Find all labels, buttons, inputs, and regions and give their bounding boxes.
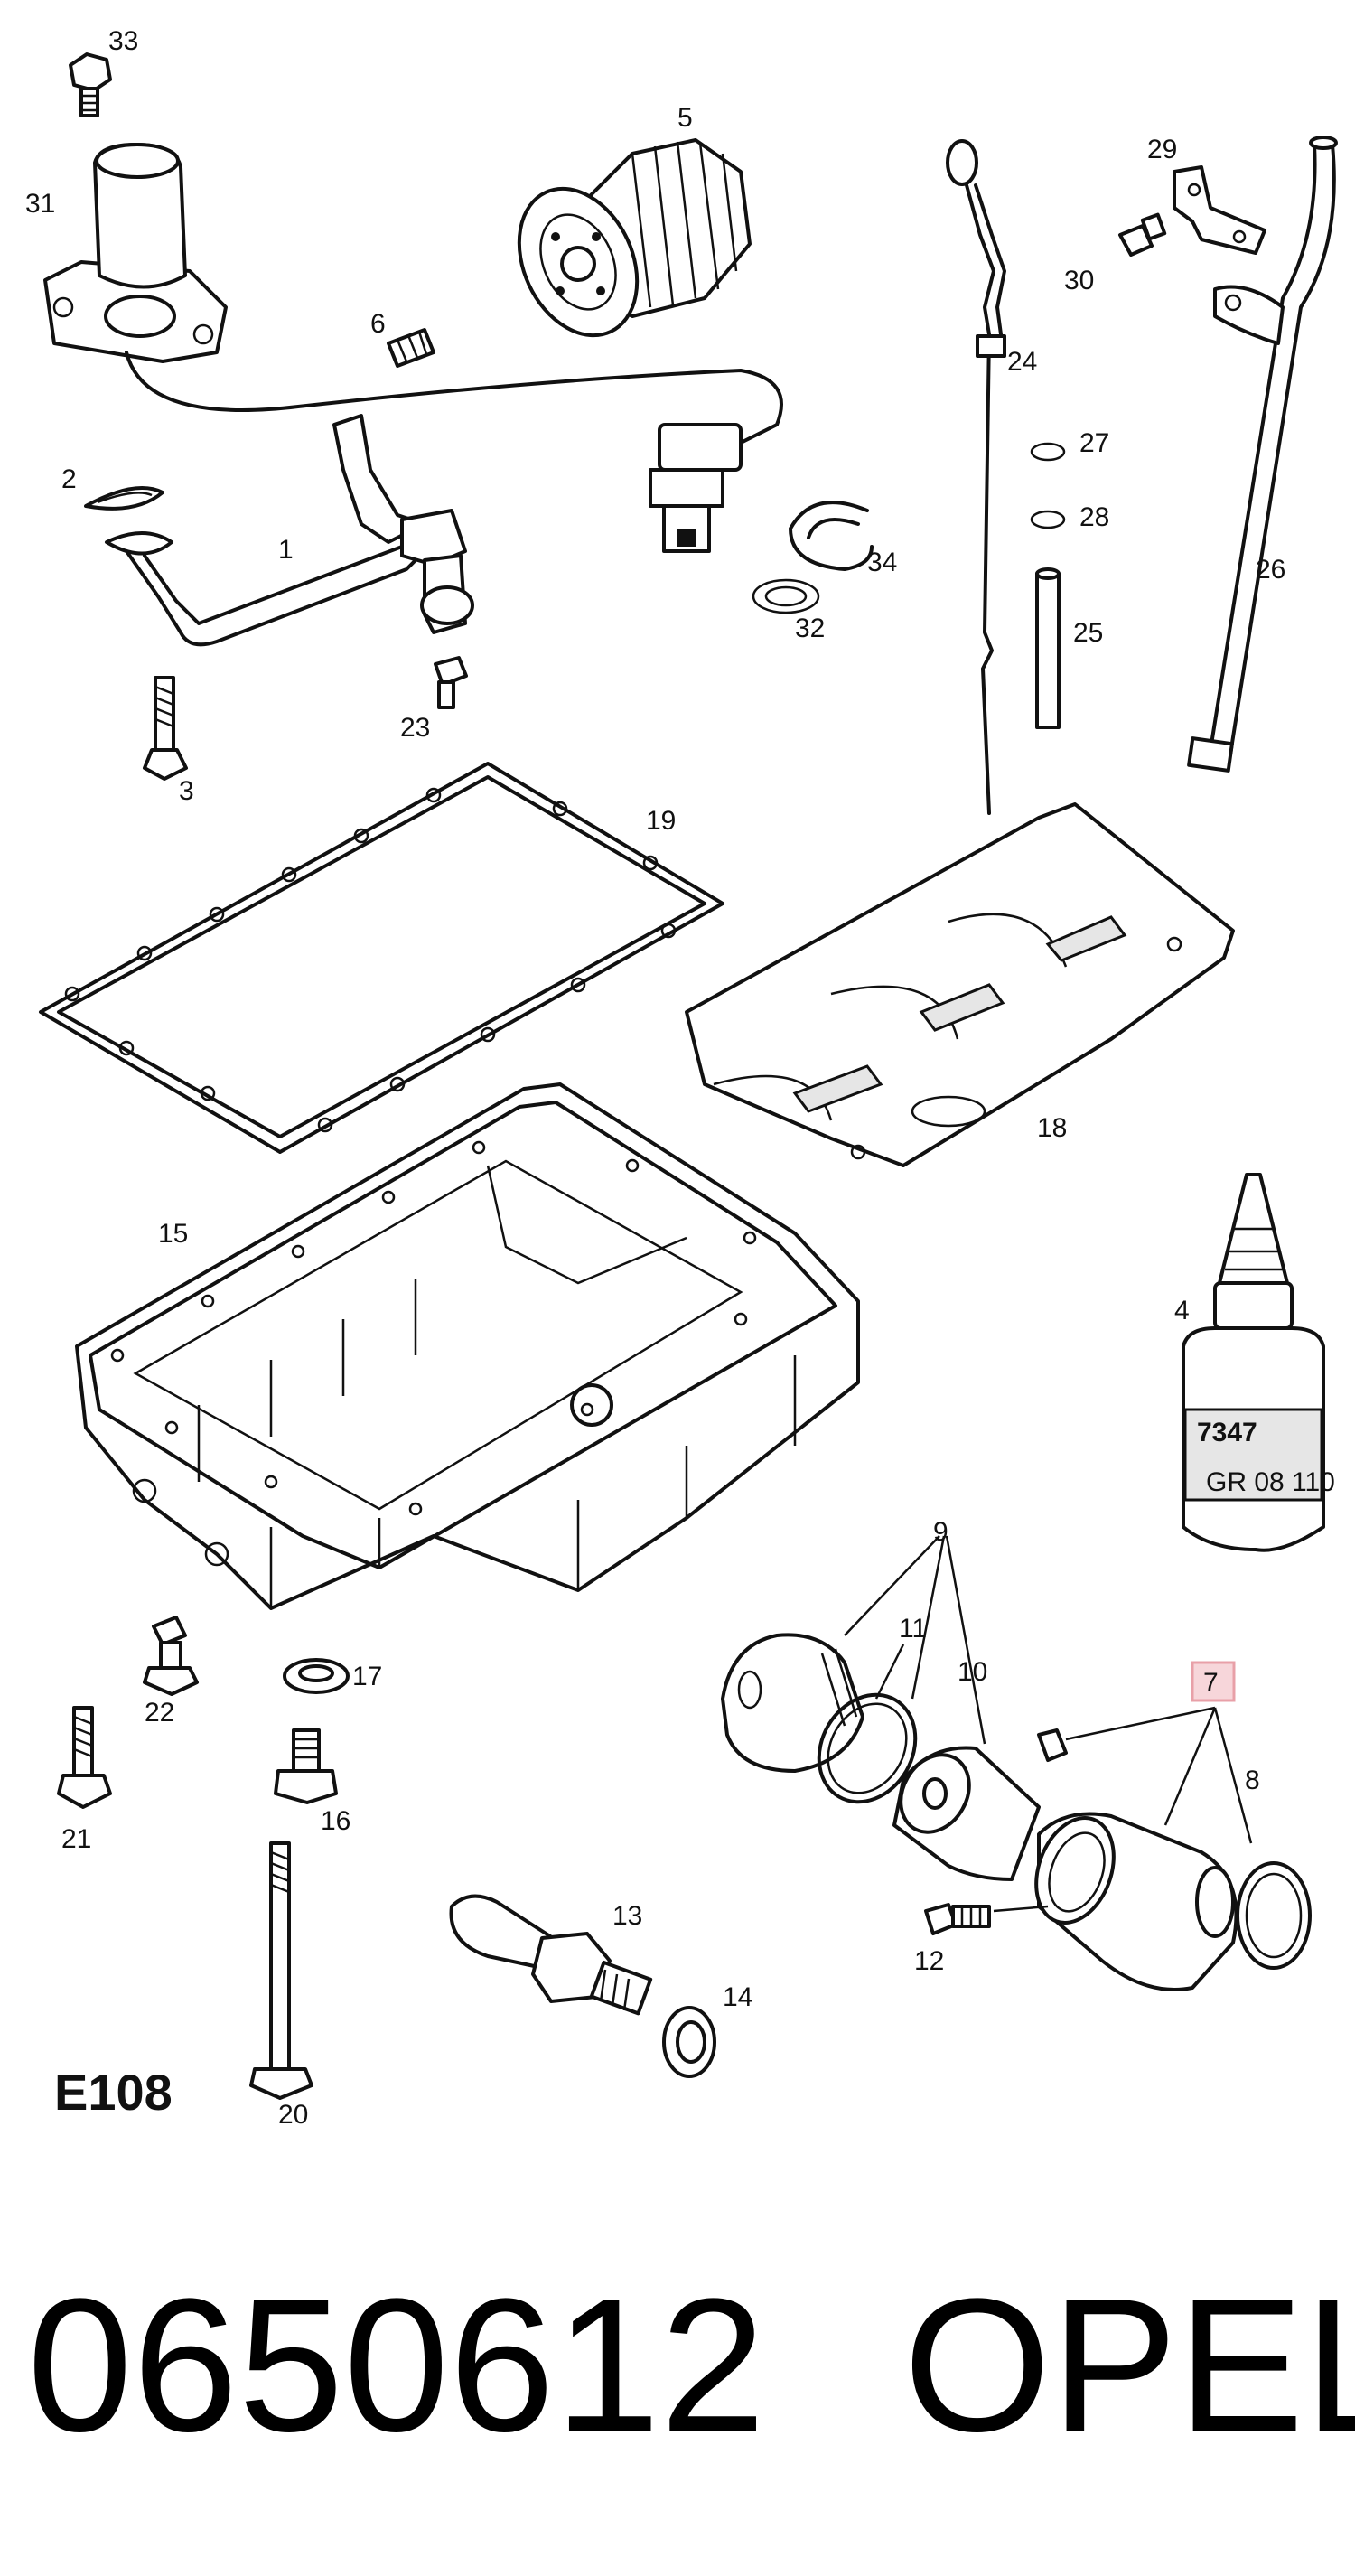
part-30-bolt — [1118, 212, 1167, 257]
part-31-solenoid — [43, 143, 783, 445]
part-32-washer — [752, 578, 820, 614]
callout-20: 20 — [278, 2100, 308, 2130]
brand-name: OPEL — [903, 2259, 1355, 2471]
part-5-oil-filter — [517, 138, 752, 338]
callout-1: 1 — [278, 535, 294, 565]
callout-labels: 33 31 5 6 2 1 3 23 29 30 24 27 28 26 25 … — [25, 26, 1285, 2130]
callout-34: 34 — [867, 548, 897, 577]
part-12-screw — [924, 1903, 991, 1935]
part-19-gasket — [39, 762, 724, 1154]
callout-7: 7 — [1203, 1668, 1219, 1698]
part-10-filter-element — [892, 1746, 1041, 1881]
callout-5: 5 — [678, 103, 693, 133]
part-13-pressure-switch — [449, 1894, 653, 2016]
part-3-bolt — [143, 676, 188, 781]
callout-2: 2 — [61, 464, 77, 494]
part-number: 0650612 — [27, 2259, 766, 2471]
callout-8: 8 — [1245, 1766, 1260, 1795]
bottle-label-code: 7347 — [1197, 1418, 1257, 1447]
callout-23: 23 — [400, 713, 430, 743]
part-18-baffle — [685, 802, 1235, 1167]
callout-4: 4 — [1174, 1296, 1190, 1325]
part-6-plug — [387, 328, 435, 368]
callout-25: 25 — [1073, 618, 1103, 648]
part-29-bracket — [1173, 165, 1266, 255]
callout-32: 32 — [795, 614, 825, 643]
callout-9: 9 — [933, 1517, 948, 1547]
callout-21: 21 — [61, 1824, 91, 1854]
callout-30: 30 — [1064, 266, 1094, 295]
part-2-seal — [84, 486, 164, 511]
highlight-box — [1191, 1661, 1236, 1702]
callout-17: 17 — [352, 1662, 382, 1691]
callout-3: 3 — [179, 776, 194, 806]
part-7-plug — [1037, 1728, 1068, 1762]
callout-18: 18 — [1037, 1113, 1067, 1143]
part-9-filter-cap — [721, 1633, 864, 1773]
part-23-bolt — [434, 656, 468, 709]
part-26-guide-tube — [1187, 136, 1338, 773]
callout-22: 22 — [145, 1698, 174, 1728]
oil-level-sensor — [649, 423, 743, 553]
callout-14: 14 — [723, 1982, 752, 2012]
part-7-filter-housing — [1034, 1812, 1238, 1991]
part-20-stud — [249, 1841, 313, 2100]
part-16-drain-plug — [274, 1728, 338, 1804]
callout-12: 12 — [914, 1946, 944, 1976]
part-4-sealant-bottle: 7347 GR 08 110 — [1182, 1173, 1335, 1552]
part-21-bolt — [57, 1706, 112, 1809]
part-1-oil-pickup — [105, 414, 474, 647]
callout-24: 24 — [1007, 347, 1037, 377]
leader-lines — [844, 1535, 1253, 1913]
part-34-clip — [789, 501, 874, 571]
part-25-tube — [1035, 567, 1061, 729]
callout-6: 6 — [370, 309, 386, 339]
callout-27: 27 — [1079, 428, 1109, 458]
part-11-o-ring — [817, 1692, 918, 1804]
part-27-o-ring — [1030, 442, 1066, 462]
part-24-dipstick — [946, 139, 1006, 815]
figure-code: E108 — [54, 2064, 173, 2121]
callout-31: 31 — [25, 189, 55, 219]
callout-11: 11 — [899, 1614, 927, 1644]
bottle-label-ref: GR 08 110 — [1206, 1467, 1335, 1497]
part-28-o-ring — [1030, 510, 1066, 529]
part-14-washer — [662, 2006, 716, 2078]
part-33-bolt — [69, 52, 112, 117]
callout-29: 29 — [1147, 135, 1177, 164]
callout-15: 15 — [158, 1219, 188, 1249]
callout-13: 13 — [612, 1901, 642, 1931]
part-22-bolt — [143, 1616, 199, 1696]
callout-19: 19 — [646, 806, 676, 836]
callout-26: 26 — [1256, 555, 1285, 585]
callout-16: 16 — [321, 1806, 350, 1836]
callout-28: 28 — [1079, 502, 1109, 532]
callout-33: 33 — [108, 26, 138, 56]
part-8-o-ring — [1236, 1861, 1312, 1970]
part-17-washer — [283, 1658, 350, 1694]
callout-7-highlight[interactable]: 7 — [1191, 1661, 1236, 1702]
callout-10: 10 — [958, 1657, 987, 1687]
part-15-oil-pan — [75, 1082, 860, 1610]
